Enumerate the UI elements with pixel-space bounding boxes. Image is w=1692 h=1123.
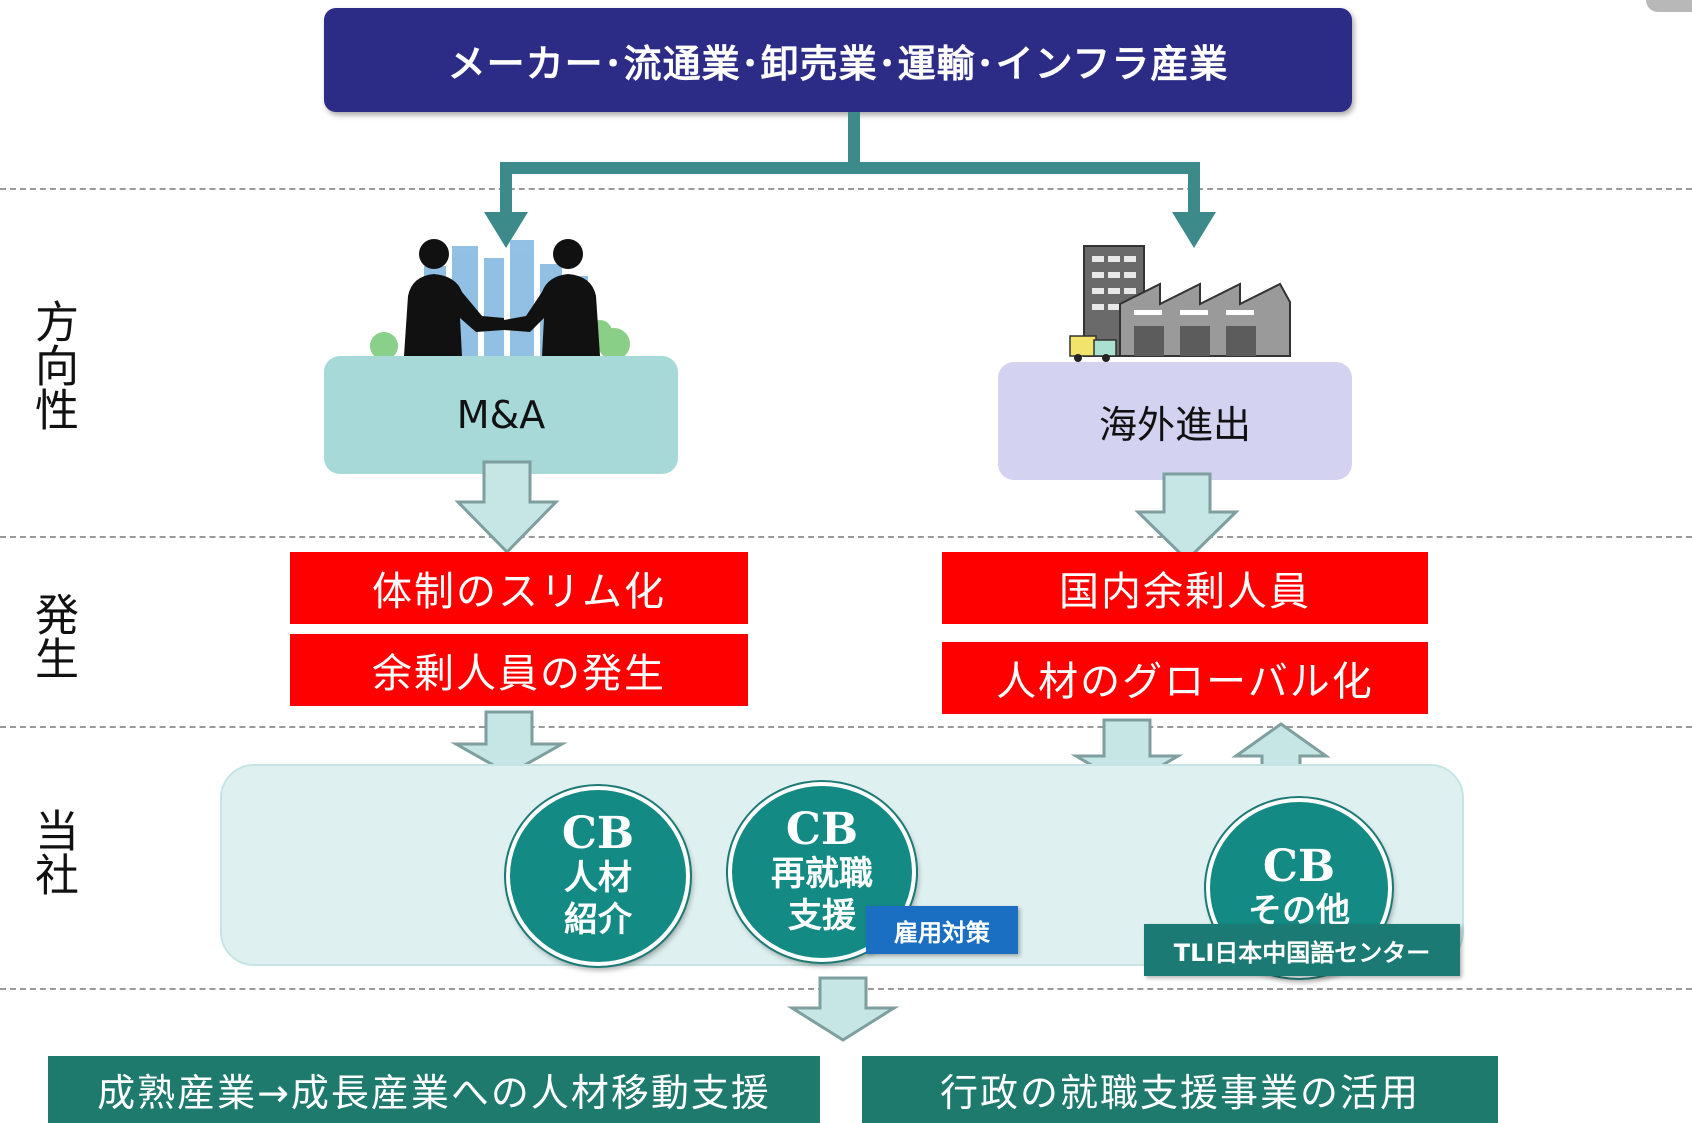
ma-box: M&A	[324, 356, 678, 474]
service-line: 再就職	[771, 854, 873, 894]
corner-tab	[1646, 0, 1692, 12]
separator-line	[0, 188, 1692, 190]
cb-brand: CB	[785, 804, 859, 855]
service-line: 紹介	[564, 900, 632, 940]
label-company: 当社	[27, 808, 78, 896]
government-program-box: 行政の就職支援事業の活用	[862, 1056, 1498, 1123]
overseas-expansion-box: 海外進出	[998, 362, 1352, 480]
industry-header: メーカー･流通業･卸売業･運輸･インフラ産業	[324, 8, 1352, 112]
branch-connector	[484, 112, 1216, 248]
separator-line	[0, 536, 1692, 538]
slimming-box: 体制のスリム化	[290, 552, 748, 624]
label-direction: 方向性	[27, 299, 78, 431]
label-occurrence: 発生	[27, 592, 78, 680]
industry-shift-support-box: 成熟産業→成長産業への人材移動支援	[48, 1056, 820, 1123]
separator-line	[0, 726, 1692, 728]
service-line: 支援	[788, 896, 856, 936]
cb-brand: CB	[561, 808, 635, 859]
factory-icon	[1069, 245, 1291, 362]
arrow-down-outcome	[786, 976, 900, 1042]
tli-center-tag: TLI日本中国語センター	[1144, 924, 1460, 976]
cb-recruitment-circle: CB 人材 紹介	[506, 786, 690, 966]
surplus-staff-box: 余剰人員の発生	[290, 634, 748, 706]
employment-measures-tag: 雇用対策	[866, 906, 1018, 954]
globalization-box: 人材のグローバル化	[942, 642, 1428, 714]
service-line: 人材	[564, 858, 632, 898]
arrow-down-overseas	[1134, 472, 1240, 563]
domestic-surplus-box: 国内余剰人員	[942, 552, 1428, 624]
arrow-down-left-occurrence	[450, 710, 568, 776]
business-handshake-icon	[370, 239, 630, 356]
cb-brand: CB	[1262, 841, 1336, 892]
arrow-down-ma	[454, 460, 560, 555]
